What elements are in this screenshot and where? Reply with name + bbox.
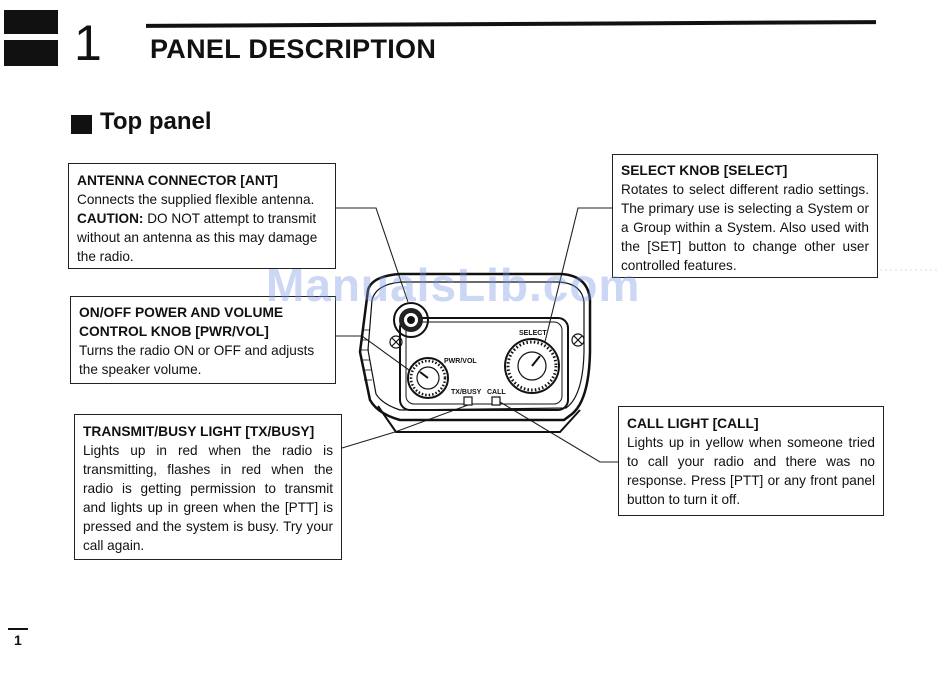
select-leader-line <box>539 207 612 363</box>
watermark: ManualsLib.com <box>266 259 641 311</box>
chapter-bar-bottom <box>4 40 58 66</box>
section-marker <box>71 115 92 134</box>
tx-busy-text: Lights up in red when the radio is trans… <box>83 443 333 553</box>
pwr-vol-label: PWR/VOL <box>444 358 477 365</box>
chapter-title: PANEL DESCRIPTION <box>150 34 437 64</box>
radio-body-outline <box>358 272 592 422</box>
antenna-heading: ANTENNA CONNECTOR [ANT] <box>77 173 278 188</box>
antenna-text: Connects the supplied flexible antenna. <box>77 192 315 207</box>
callout-select: SELECT KNOB [SELECT] Rotates to select d… <box>612 154 878 278</box>
call-leader-line <box>499 401 618 463</box>
tx-busy-led <box>463 396 473 406</box>
chapter-bar-top <box>4 10 58 34</box>
caution-text: DO NOT attempt to transmit without an an… <box>77 211 318 264</box>
antenna-caution: CAUTION: DO NOT attempt to transmit with… <box>77 211 317 264</box>
callout-antenna-connector: ANTENNA CONNECTOR [ANT] Connects the sup… <box>68 163 336 269</box>
pwr-vol-text: Turns the radio ON or OFF and adjusts th… <box>79 343 315 377</box>
call-heading: CALL LIGHT [CALL] <box>627 416 759 431</box>
section-title: Top panel <box>100 108 212 135</box>
pwr-vol-knob <box>407 357 449 399</box>
select-label: SELECT <box>519 330 547 337</box>
tx-busy-label: TX/BUSY <box>451 389 482 396</box>
select-text: Rotates to select different radio settin… <box>621 182 869 273</box>
select-heading: SELECT KNOB [SELECT] <box>621 163 788 178</box>
select-knob <box>504 338 560 394</box>
callout-tx-busy: TRANSMIT/BUSY LIGHT [TX/BUSY] Lights up … <box>74 414 342 560</box>
caution-label: CAUTION: <box>77 211 144 226</box>
call-text: Lights up in yellow when someone tried t… <box>627 435 875 507</box>
pwr-vol-heading: ON/OFF POWER AND VOLUME CONTROL KNOB [PW… <box>79 305 284 339</box>
txbusy-leader-line <box>341 404 469 449</box>
antenna-connector <box>393 302 429 338</box>
call-led <box>491 396 501 406</box>
call-label: CALL <box>487 389 506 396</box>
pwr-leader-line <box>336 335 421 379</box>
callout-call: CALL LIGHT [CALL] Lights up in yellow wh… <box>618 406 884 516</box>
tx-busy-heading: TRANSMIT/BUSY LIGHT [TX/BUSY] <box>83 424 315 439</box>
page-number-rule <box>8 628 28 630</box>
callout-pwr-vol: ON/OFF POWER AND VOLUME CONTROL KNOB [PW… <box>70 296 336 384</box>
antenna-leader-line <box>336 207 409 303</box>
page-number: 1 <box>14 632 22 648</box>
chapter-number: 1 <box>74 15 102 71</box>
